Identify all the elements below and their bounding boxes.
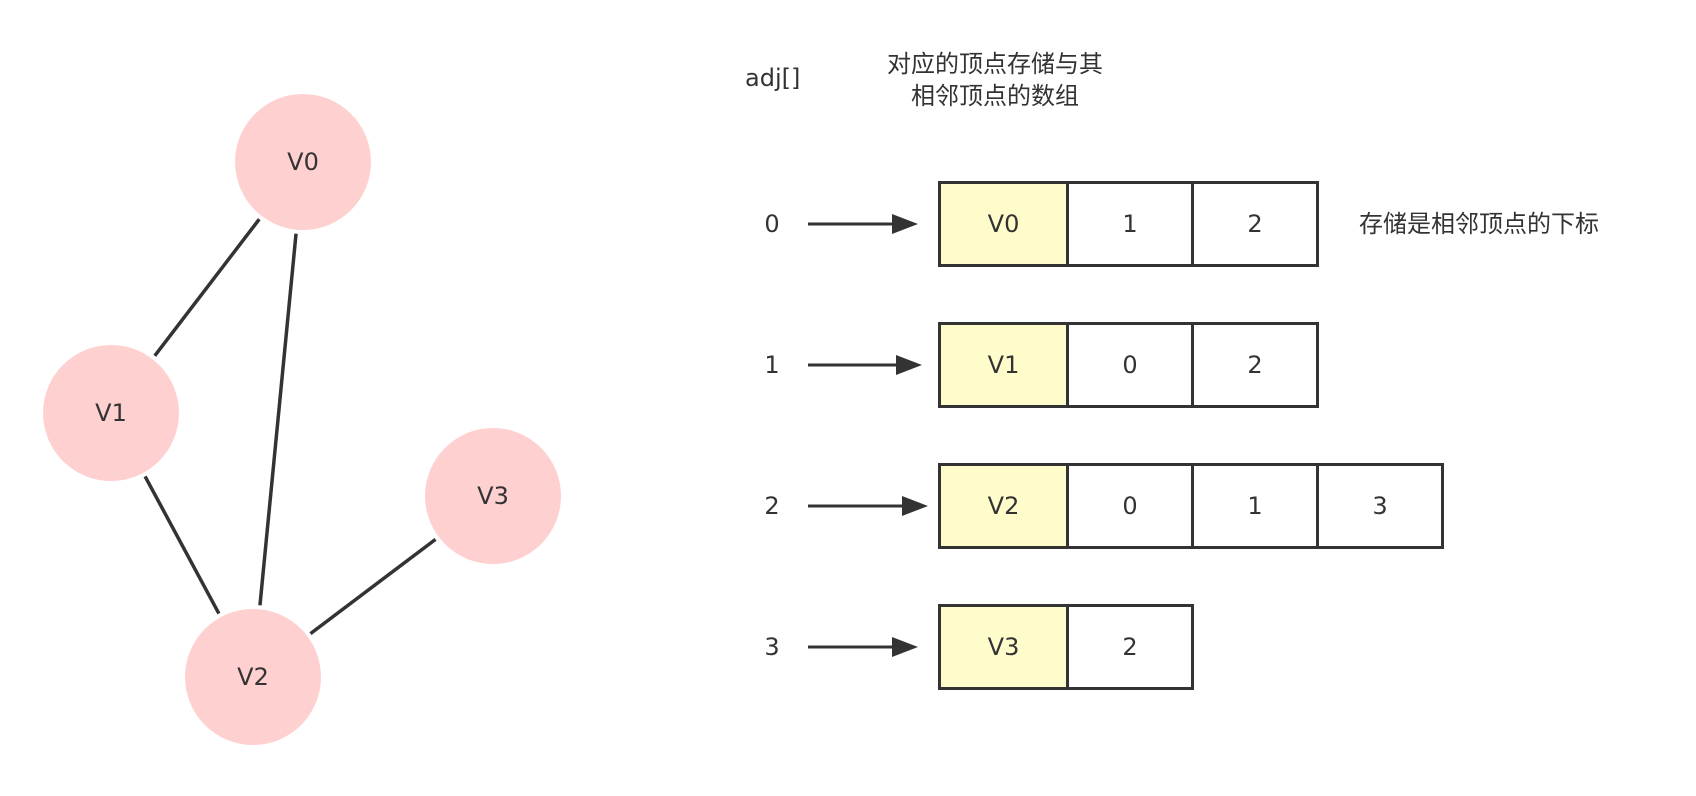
vertex-v0: V0 bbox=[235, 94, 371, 230]
neighbor-index-cell: 3 bbox=[1316, 466, 1441, 546]
vertex-cell: V1 bbox=[941, 325, 1066, 405]
arrow-right-icon bbox=[808, 355, 922, 375]
edge-v2-v3 bbox=[309, 537, 437, 636]
vertex-cell: V3 bbox=[941, 607, 1066, 687]
vertex-circle bbox=[425, 428, 561, 564]
edge-v0-v1 bbox=[153, 218, 261, 357]
neighbor-index-cell: 2 bbox=[1066, 607, 1191, 687]
adj-index-3: 3 bbox=[764, 633, 780, 661]
neighbor-index-cell: 0 bbox=[1066, 466, 1191, 546]
edge-v0-v2 bbox=[258, 233, 298, 606]
vertex-cell: V2 bbox=[941, 466, 1066, 546]
vertex-label: V2 bbox=[237, 663, 269, 691]
graph-edges bbox=[143, 218, 437, 636]
arrow-right-icon bbox=[808, 214, 918, 234]
neighbor-index-cell: 1 bbox=[1191, 466, 1316, 546]
arrow-right-icon bbox=[808, 637, 918, 657]
adj-description-line2: 相邻顶点的数组 bbox=[911, 82, 1079, 110]
adj-index-2: 2 bbox=[764, 492, 780, 520]
vertex-circle bbox=[43, 345, 179, 481]
neighbor-index-cell: 0 bbox=[1066, 325, 1191, 405]
adj-array-title: adj[] bbox=[745, 64, 801, 92]
neighbor-index-cell: 1 bbox=[1066, 184, 1191, 264]
vertex-v2: V2 bbox=[185, 609, 321, 745]
vertex-label: V3 bbox=[477, 482, 509, 510]
arrow-right-icon bbox=[808, 496, 928, 516]
adj-index-1: 1 bbox=[764, 351, 780, 379]
adj-index-0: 0 bbox=[764, 210, 780, 238]
edge-v1-v2 bbox=[143, 475, 221, 615]
vertex-circle bbox=[235, 94, 371, 230]
neighbor-index-cell: 2 bbox=[1191, 184, 1316, 264]
adj-description: 对应的顶点存储与其 相邻顶点的数组 bbox=[870, 48, 1120, 112]
vertex-v1: V1 bbox=[43, 345, 179, 481]
vertex-cell: V0 bbox=[941, 184, 1066, 264]
vertex-label: V0 bbox=[287, 148, 319, 176]
vertex-label: V1 bbox=[95, 399, 127, 427]
adj-description-line1: 对应的顶点存储与其 bbox=[887, 50, 1103, 78]
storage-note: 存储是相邻顶点的下标 bbox=[1359, 210, 1599, 238]
vertex-circle bbox=[185, 609, 321, 745]
vertex-v3: V3 bbox=[425, 428, 561, 564]
neighbor-index-cell: 2 bbox=[1191, 325, 1316, 405]
